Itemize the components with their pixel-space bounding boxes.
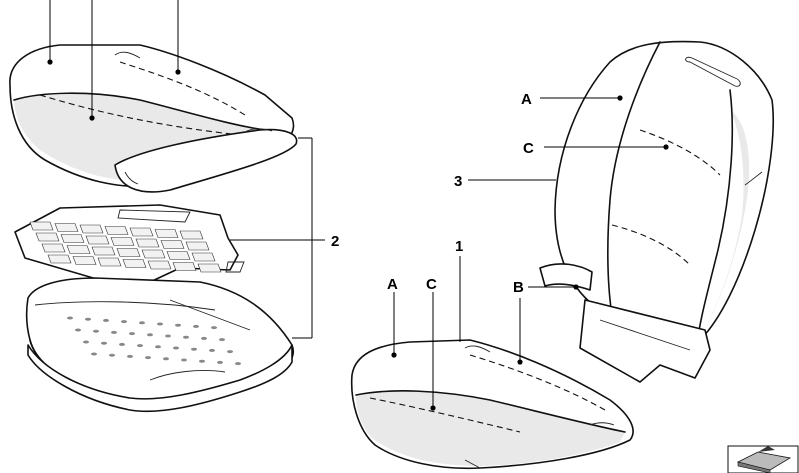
mat-cell [122, 259, 147, 268]
mat-cell [66, 245, 91, 254]
foam-dot [163, 357, 169, 361]
leader-lines [49, 0, 666, 408]
mat-cell [166, 251, 191, 260]
mat-cell [79, 224, 104, 234]
foam-dot [75, 328, 81, 332]
mat-cell [141, 249, 166, 259]
foam-dot [209, 348, 215, 352]
foam-dot [121, 320, 127, 324]
foam-dot [91, 352, 97, 356]
mat-cell [160, 240, 185, 249]
label-backrest-c: C [523, 140, 534, 157]
left-cushion-cover [9, 44, 298, 193]
mat-cell [29, 221, 54, 231]
foam-dot [219, 338, 225, 342]
foam-dot [147, 333, 153, 337]
mat-cell [97, 257, 122, 267]
foam-dot [201, 336, 207, 340]
foam-dot [109, 353, 115, 357]
foam-dot [175, 323, 181, 327]
mat-cell [85, 235, 110, 245]
arrow-card-icon [727, 445, 799, 473]
left-foam-pad [25, 277, 295, 413]
foam-dot [137, 344, 143, 348]
mat-cell [147, 260, 172, 270]
foam-dot [101, 341, 107, 345]
left-heating-mat [14, 204, 245, 283]
foam-dot [139, 321, 145, 325]
leader-dots [47, 59, 669, 411]
mat-cell [172, 262, 197, 271]
foam-dot [119, 342, 125, 346]
foam-dot [193, 324, 199, 328]
foam-dot [165, 334, 171, 338]
mat-cell [179, 230, 204, 240]
foam-dot [85, 317, 91, 321]
label-cushion-b: B [513, 279, 524, 296]
mat-cell [110, 237, 135, 246]
label-cushion-c: C [426, 276, 437, 293]
foam-dot [129, 332, 135, 336]
foam-dot [183, 335, 189, 339]
mat-cell [135, 238, 160, 248]
mat-cell [60, 234, 85, 243]
label-2: 2 [331, 233, 339, 250]
foam-dot [145, 356, 151, 360]
callout-labels: 2 1 3 A C A C B [331, 91, 534, 296]
foam-dot [191, 347, 197, 351]
foam-dot [181, 358, 187, 362]
mat-cell [116, 248, 141, 257]
mat-cell [154, 229, 179, 238]
foam-dot [173, 346, 179, 350]
foam-dot [211, 326, 217, 330]
label-backrest-a: A [521, 91, 532, 108]
mat-cell [191, 252, 216, 262]
mat-cell [185, 241, 210, 251]
foam-dot [83, 340, 89, 344]
foam-dot [67, 316, 73, 320]
backrest-cover [539, 40, 774, 383]
foam-dot [227, 350, 233, 354]
mat-cell [54, 223, 79, 232]
foam-dot [111, 330, 117, 334]
mat-cell [41, 243, 66, 253]
mat-cell [91, 246, 116, 256]
label-3: 3 [454, 173, 462, 190]
foam-dot [155, 345, 161, 349]
mat-cell [47, 254, 72, 264]
foam-dot [235, 362, 241, 366]
mat-cell [197, 263, 222, 273]
label-cushion-a: A [387, 276, 398, 293]
mat-cell [104, 226, 129, 235]
foam-dot [157, 322, 163, 326]
foam-dot [103, 318, 109, 322]
foam-dot [93, 329, 99, 333]
foam-dot [127, 354, 133, 358]
label-1: 1 [455, 238, 463, 255]
mat-cell [72, 256, 97, 265]
mat-cell [129, 227, 154, 237]
foam-dot [217, 360, 223, 364]
right-seat-cushion [350, 339, 634, 470]
mat-cell [35, 232, 60, 242]
foam-dot [199, 359, 205, 363]
